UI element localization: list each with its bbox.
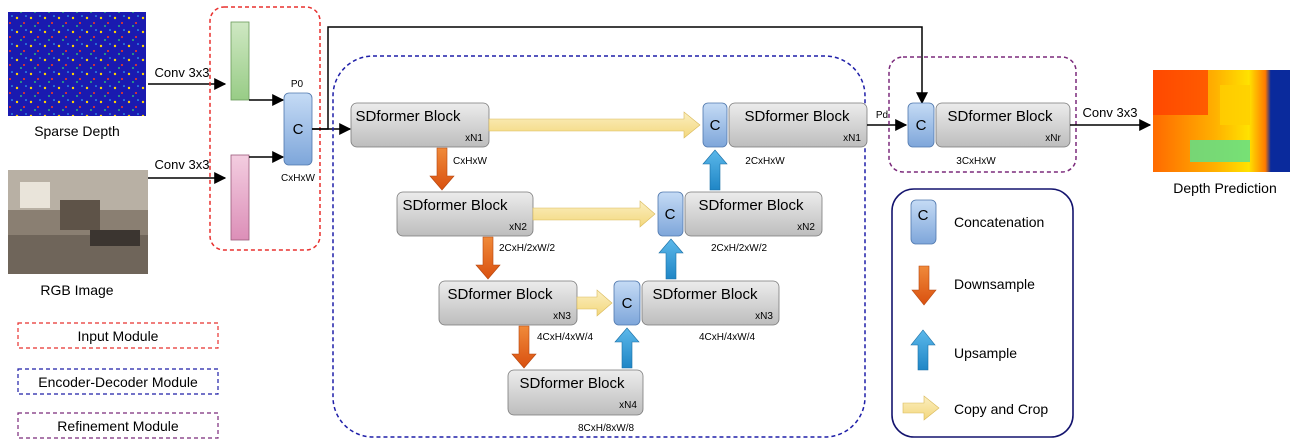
sparse-depth-image xyxy=(8,12,146,116)
legend-down-arrow-icon xyxy=(911,265,937,306)
refinement-concat-box xyxy=(907,102,935,148)
decoder-block-3-rep: xN3 xyxy=(755,311,773,322)
input-concat-label: C xyxy=(293,121,304,138)
legend-box xyxy=(891,188,1074,438)
decoder-block-1-rep: xN1 xyxy=(843,133,861,144)
legend-refinement-module-label: Refinement Module xyxy=(57,418,179,434)
refinement-concat-label: C xyxy=(916,117,927,134)
decoder-concat-3 xyxy=(613,280,641,326)
legend-refinement-module xyxy=(17,412,219,439)
refinement-module-border xyxy=(888,56,1077,173)
rgb-image-caption: RGB Image xyxy=(40,282,113,298)
copy-arrow-2 xyxy=(532,200,656,228)
depth-prediction-image xyxy=(1153,70,1290,172)
legend-input-module-label: Input Module xyxy=(78,328,159,344)
refinement-block-title: SDformer Block xyxy=(947,108,1053,125)
encoder-block-2-rep: xN2 xyxy=(509,222,527,233)
depth-prediction-caption: Depth Prediction xyxy=(1173,180,1277,196)
copy-arrow-1 xyxy=(488,111,701,139)
decoder-concat-2 xyxy=(657,191,684,237)
rgb-image xyxy=(8,170,148,274)
encoder-block-3-title: SDformer Block xyxy=(447,286,553,303)
decoder-block-3 xyxy=(641,280,780,326)
legend-copy-label: Copy and Crop xyxy=(954,401,1048,417)
legend-encoder-decoder-module-label: Encoder-Decoder Module xyxy=(38,374,198,390)
decoder-block-3-title: SDformer Block xyxy=(652,286,758,303)
encoder-block-4-dims: 8CxH/8xW/8 xyxy=(578,423,635,434)
encoder-block-3-dims: 4CxH/4xW/4 xyxy=(537,332,594,343)
encoder-block-3-rep: xN3 xyxy=(553,311,571,322)
encoder-block-4 xyxy=(507,369,644,416)
decoder-block-2-rep: xN2 xyxy=(797,222,815,233)
decoder-block-2 xyxy=(684,191,823,237)
sparse-depth-caption: Sparse Depth xyxy=(34,123,120,139)
refinement-dims: 3CxHxW xyxy=(956,156,996,167)
upsample-arrow-3 xyxy=(702,149,728,191)
p0-label: P0 xyxy=(291,79,304,90)
conv-bottom-label: Conv 3x3 xyxy=(155,157,210,172)
decoder-block-1-dims: 2CxHxW xyxy=(745,156,785,167)
upsample-arrow-2 xyxy=(658,238,684,280)
conv-top-label: Conv 3x3 xyxy=(155,65,210,80)
encoder-block-2-dims: 2CxH/2xW/2 xyxy=(499,243,556,254)
encoder-block-1-title: SDformer Block xyxy=(355,108,461,125)
encoder-block-1-rep: xN1 xyxy=(465,133,483,144)
downsample-arrow-1 xyxy=(429,147,455,191)
legend-concat-glyph: C xyxy=(918,207,929,224)
encoder-decoder-module-border xyxy=(332,55,866,438)
copy-arrow-3 xyxy=(576,289,613,317)
encoder-block-1-dims: CxHxW xyxy=(453,156,487,167)
encoder-block-2-title: SDformer Block xyxy=(402,197,508,214)
pd-label: Pd xyxy=(876,110,888,121)
sparse-feature-map xyxy=(230,21,250,101)
output-conv-label: Conv 3x3 xyxy=(1083,105,1138,120)
decoder-block-1-title: SDformer Block xyxy=(744,108,850,125)
legend-upsample-label: Upsample xyxy=(954,345,1017,361)
legend-encoder-decoder-module xyxy=(17,368,219,395)
downsample-arrow-2 xyxy=(475,236,501,280)
encoder-block-4-rep: xN4 xyxy=(619,400,637,411)
upsample-arrow-1 xyxy=(614,327,640,369)
decoder-block-2-title: SDformer Block xyxy=(698,197,804,214)
decoder-block-2-dims: 2CxH/2xW/2 xyxy=(711,243,768,254)
decoder-block-3-dims: 4CxH/4xW/4 xyxy=(699,332,756,343)
rgb-feature-map xyxy=(230,154,250,241)
decoder-concat-3-label: C xyxy=(622,295,633,312)
legend-downsample-label: Downsample xyxy=(954,276,1035,292)
legend-input-module xyxy=(17,322,219,349)
legend-concat-icon xyxy=(910,199,937,245)
legend-concat-label: Concatenation xyxy=(954,214,1044,230)
decoder-concat-1 xyxy=(702,102,728,148)
encoder-block-4-title: SDformer Block xyxy=(519,375,625,392)
legend-up-arrow-icon xyxy=(910,329,936,371)
decoder-concat-2-label: C xyxy=(665,206,676,223)
refinement-block-rep: xNr xyxy=(1045,133,1061,144)
legend-copy-arrow-icon xyxy=(902,395,940,421)
decoder-concat-1-label: C xyxy=(710,117,721,134)
downsample-arrow-3 xyxy=(511,325,537,369)
input-dims-label: CxHxW xyxy=(281,173,315,184)
